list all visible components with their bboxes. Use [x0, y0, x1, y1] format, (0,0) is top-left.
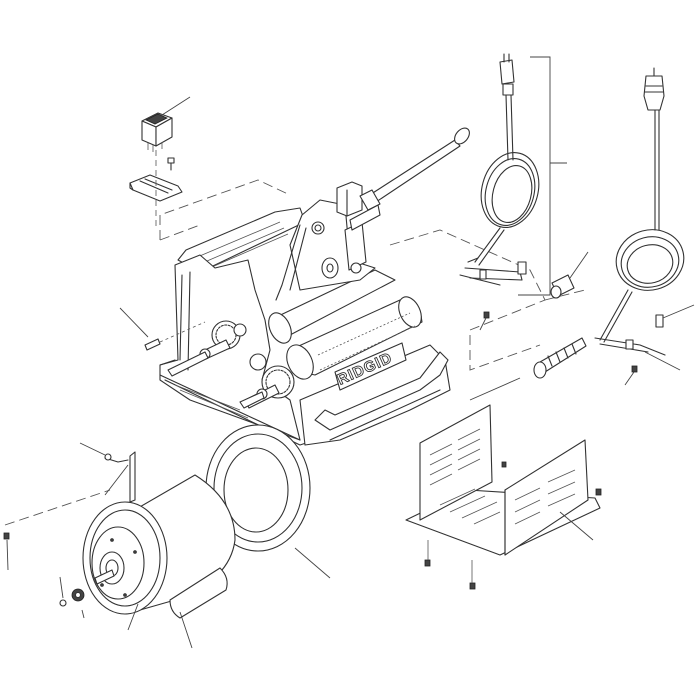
rocker-switch-icon: [141, 96, 191, 152]
power-cord-eu-icon: [594, 67, 695, 371]
strain-relief-eu-icon: [469, 337, 587, 401]
side-screw-icon: [119, 307, 206, 351]
cord-screw-eu-icon: [624, 365, 638, 386]
switch-screw-icon: [167, 157, 175, 171]
power-cord-us-icon: [459, 53, 567, 296]
strain-relief-us-icon: [550, 251, 589, 299]
motor-guard-icon: [405, 404, 602, 590]
pinion-gear-icon: [71, 588, 85, 619]
retaining-ring-icon: [59, 576, 67, 607]
carriage-lever-icon: [359, 127, 470, 211]
assembly-guide-lines: [4, 179, 586, 526]
machine-body: RIDGID: [159, 181, 451, 446]
motor-screw-icon: [3, 532, 10, 571]
drive-gears-icon: [167, 320, 295, 409]
switch-bracket-icon: [129, 150, 183, 230]
cord-screw-us-icon: [479, 311, 490, 331]
motor-icon: [79, 442, 236, 649]
